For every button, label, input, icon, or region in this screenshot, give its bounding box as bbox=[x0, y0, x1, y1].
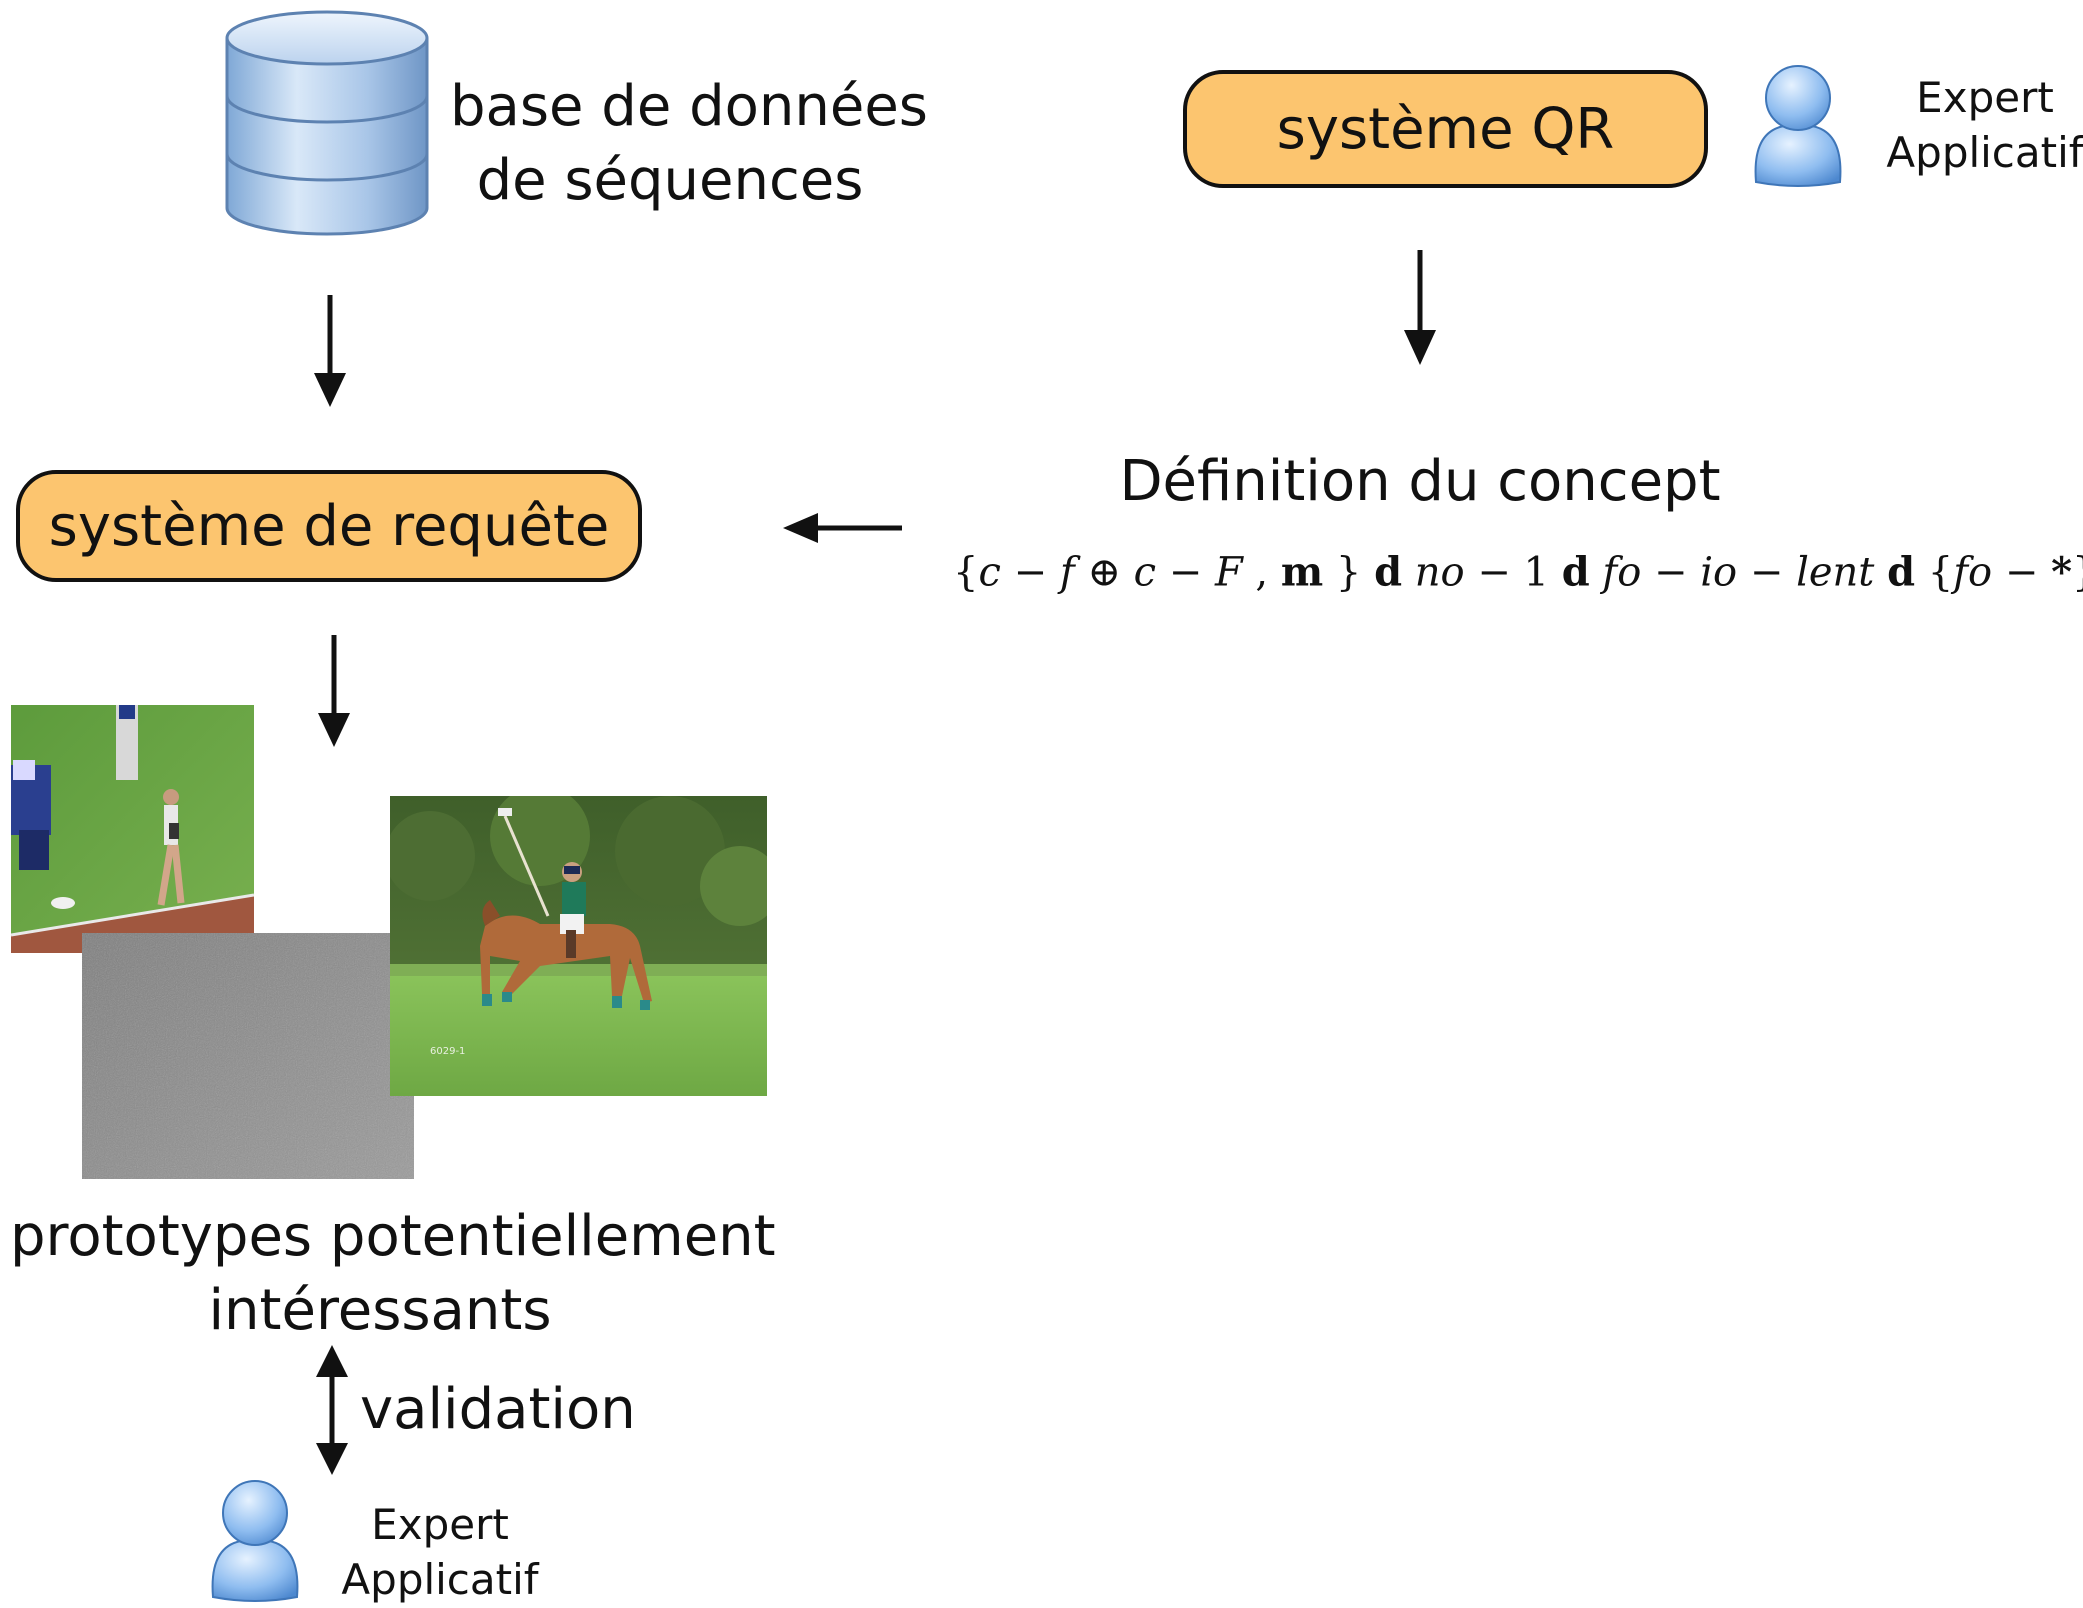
database-icon bbox=[222, 8, 432, 238]
formula-part: − bbox=[1155, 549, 1215, 596]
expert-bottom-line2: Applicatif bbox=[341, 1555, 539, 1605]
query-system-box: système de requête bbox=[16, 470, 642, 582]
database-label-line1: base de données bbox=[450, 74, 928, 139]
formula-part: no bbox=[1402, 549, 1465, 596]
formula-part: lent bbox=[1796, 549, 1875, 596]
expert-bottom-line1: Expert bbox=[371, 1500, 509, 1549]
formula-part: f bbox=[1059, 549, 1075, 596]
athletics-video-frame bbox=[11, 705, 254, 953]
polo-video-frame: 6029-1 bbox=[390, 796, 767, 1096]
polo-frame-id: 6029-1 bbox=[430, 1046, 465, 1057]
formula-part: d bbox=[1374, 548, 1403, 596]
formula-part: fo bbox=[1589, 549, 1642, 596]
formula-part: ⊕ bbox=[1074, 549, 1134, 596]
formula-part: { bbox=[1915, 549, 1954, 596]
expert-top-line2: Applicatif bbox=[1886, 128, 2083, 178]
query-system-label: système de requête bbox=[48, 493, 610, 559]
formula-part: − bbox=[1641, 549, 1701, 596]
expert-bottom-user-icon bbox=[205, 1475, 305, 1603]
formula-part: } bbox=[2072, 549, 2083, 595]
concept-title: Définition du concept bbox=[1119, 449, 1721, 514]
formula-part: io bbox=[1700, 549, 1738, 596]
formula-part: , bbox=[1242, 549, 1281, 596]
arrow-db-to-query bbox=[314, 295, 346, 407]
grey-video-frame bbox=[82, 933, 414, 1179]
expert-top-label: Expert Applicatif bbox=[1870, 70, 2083, 181]
formula-part: − bbox=[1000, 549, 1060, 596]
prototypes-line1: prototypes potentiellement bbox=[10, 1204, 776, 1269]
formula-part: d bbox=[1887, 548, 1916, 596]
validation-double-arrow bbox=[316, 1345, 348, 1475]
validation-label: validation bbox=[360, 1377, 636, 1442]
formula-part: * bbox=[2051, 548, 2073, 596]
formula-part: fo bbox=[1953, 549, 1993, 596]
prototypes-line2: intéressants bbox=[208, 1277, 552, 1343]
formula-part: m bbox=[1280, 548, 1324, 596]
database-label: base de données de séquences bbox=[450, 70, 928, 218]
formula-part: − 1 bbox=[1464, 549, 1562, 596]
formula-part: d bbox=[1561, 548, 1590, 596]
expert-bottom-label: Expert Applicatif bbox=[330, 1497, 550, 1608]
prototypes-label: prototypes potentiellement intéressants bbox=[10, 1200, 776, 1348]
qr-system-box: système QR bbox=[1183, 70, 1708, 188]
formula-part: c bbox=[1133, 549, 1156, 596]
arrow-concept-to-query bbox=[783, 513, 902, 543]
formula-part: F bbox=[1214, 549, 1243, 596]
expert-top-line1: Expert bbox=[1916, 73, 2054, 122]
formula-part: − bbox=[1992, 549, 2052, 596]
formula-part bbox=[1874, 549, 1887, 595]
qr-system-label: système QR bbox=[1276, 96, 1615, 162]
database-label-line2: de séquences bbox=[476, 147, 864, 213]
concept-formula: {c − f ⊕ c − F , m } d no − 1 d fo − io … bbox=[953, 548, 2083, 595]
arrow-qr-to-concept bbox=[1404, 250, 1436, 365]
expert-top-user-icon bbox=[1748, 60, 1848, 188]
formula-part: c bbox=[978, 549, 1001, 596]
arrow-query-to-results bbox=[318, 635, 350, 747]
formula-part: { bbox=[953, 549, 979, 596]
formula-part: } bbox=[1323, 549, 1375, 596]
formula-part: − bbox=[1737, 549, 1797, 596]
